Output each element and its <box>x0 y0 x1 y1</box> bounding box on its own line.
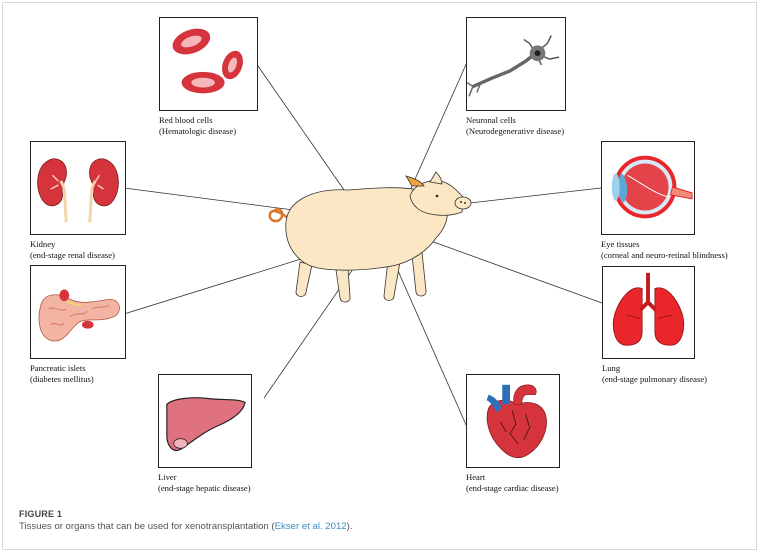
lung-image-box <box>602 266 695 359</box>
rbc-label: Red blood cells (Hematologic disease) <box>159 115 237 136</box>
lung-icon <box>612 272 685 346</box>
figure-caption: Tissues or organs that can be used for x… <box>19 521 353 532</box>
connector-eye <box>469 187 602 204</box>
heart-label: Heart (end-stage cardiac disease) <box>466 472 559 493</box>
figure-label: FIGURE 1 <box>19 509 63 519</box>
neuron-icon <box>467 35 560 97</box>
kidney-label: Kidney (end-stage renal disease) <box>30 239 115 260</box>
citation-link[interactable]: Ekser et al. 2012 <box>274 521 347 532</box>
rbc-image-box <box>159 17 258 111</box>
pig-illustration <box>268 171 472 303</box>
heart-image-box <box>466 374 560 468</box>
lung-label: Lung (end-stage pulmonary disease) <box>602 363 707 384</box>
diagram-canvas <box>123 59 603 428</box>
eye-icon <box>611 155 693 219</box>
neuron-image-box <box>466 17 566 111</box>
pancreas-label: Pancreatic islets (diabetes mellitus) <box>30 363 94 384</box>
liver-image-box <box>158 374 252 468</box>
pancreas-image-box <box>30 265 126 359</box>
figure-frame <box>2 2 757 550</box>
neuron-label: Neuronal cells (Neurodegenerative diseas… <box>466 115 565 136</box>
connector-pancreas <box>123 249 331 315</box>
red-blood-cell-icon <box>172 28 243 94</box>
liver-icon <box>166 397 246 451</box>
kidney-icon <box>37 158 119 223</box>
liver-label: Liver (end-stage hepatic disease) <box>158 472 251 493</box>
connector-rbc <box>257 65 361 214</box>
pancreas-icon <box>38 289 120 342</box>
connector-neuron <box>399 59 469 214</box>
kidney-image-box <box>30 141 126 235</box>
heart-icon <box>486 384 547 459</box>
eye-image-box <box>601 141 695 235</box>
eye-label: Eye tissues (corneal and neuro-retinal b… <box>601 239 728 260</box>
